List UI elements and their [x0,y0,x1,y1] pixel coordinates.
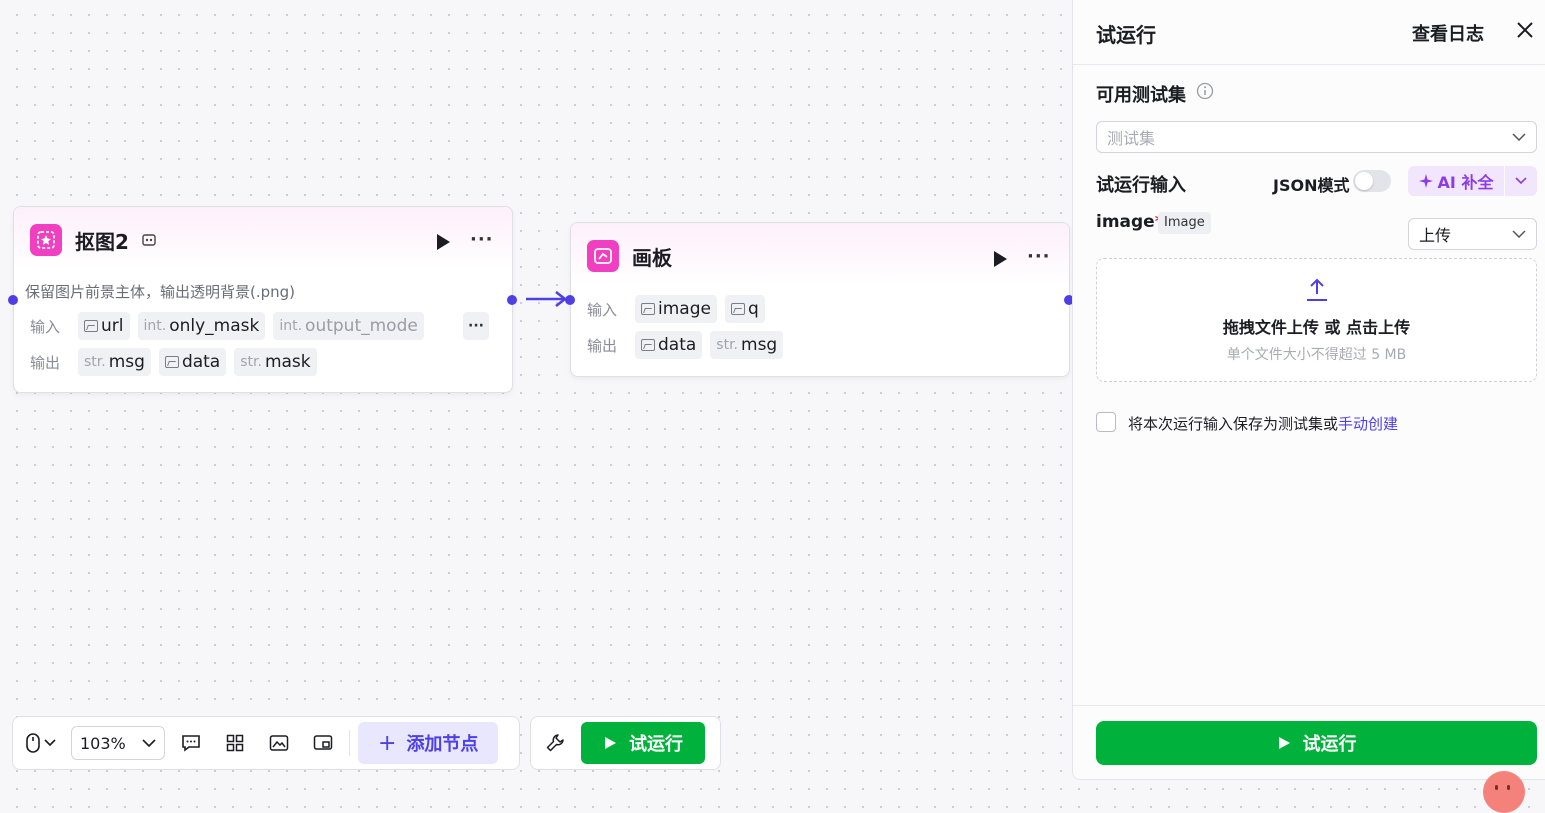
chevron-down-icon [44,739,56,747]
output-port[interactable] [1064,295,1074,305]
view-log-link[interactable]: 查看日志 [1412,24,1484,45]
more-icon[interactable]: ··· [470,229,494,250]
image-type-icon [641,303,655,315]
param-tag: url [78,312,130,340]
json-mode-label: JSON模式 [1273,176,1350,195]
run-toolbar: 试运行 [530,716,721,770]
manual-create-link[interactable]: 手动创建 [1338,415,1399,433]
comment-icon [182,735,200,752]
plugin-badge-icon [142,234,156,246]
node-inputs: 输入 url int.only_mask int.output_mode [30,312,424,340]
image-icon [269,735,289,751]
play-icon [1278,737,1290,749]
testset-label: 可用测试集 [1096,85,1186,106]
cutout-icon [30,224,62,256]
node-description: 保留图片前景主体，输出透明背景(.png) [25,283,296,301]
testset-placeholder: 测试集 [1107,129,1156,148]
chevron-down-icon [1512,133,1526,141]
param-tag: str.mask [234,348,317,376]
test-run-button[interactable]: 试运行 [581,722,705,764]
input-port[interactable] [565,295,575,305]
chevron-down-icon [1512,230,1526,238]
more-inputs-button[interactable]: ··· [463,312,489,340]
param-tag: str.msg [710,331,784,359]
sparkle-icon [1418,174,1433,188]
add-node-button[interactable]: + 添加节点 [358,722,499,764]
param-tag: int.output_mode [273,312,424,340]
field-type-badge: Image [1158,212,1211,234]
ai-complete-dropdown[interactable] [1505,166,1537,196]
tools-button[interactable] [537,725,573,761]
node-outputs: 输出 str.msg data str.mask [30,348,317,376]
panel-run-button[interactable]: 试运行 [1096,721,1537,765]
output-port[interactable] [507,295,517,305]
avatar-eye [1495,785,1498,790]
upload-instruction: 拖拽文件上传 或 点击上传 [1222,318,1411,337]
minimap-icon [313,735,333,750]
canvas-toolbar: 103% + 添加节点 [12,716,520,770]
comment-button[interactable] [173,725,209,761]
node-outputs: 输出 data str.msg [587,331,784,359]
ai-complete-button[interactable]: AI 补全 [1408,166,1504,196]
layout-button[interactable] [217,725,253,761]
node-canvas[interactable]: 画板 ··· 输入 image q 输出 data str.msg [565,222,1074,377]
testset-select[interactable]: 测试集 [1096,121,1537,153]
plus-icon: + [378,730,397,756]
chevron-down-icon [142,739,156,747]
toolbar-divider [349,730,350,756]
upload-mode-select[interactable]: 上传 [1408,218,1537,250]
assistant-avatar[interactable] [1483,771,1525,813]
json-mode-toggle[interactable] [1353,170,1391,192]
panel-footer: 试运行 [1073,705,1545,781]
interaction-mode-button[interactable] [19,725,63,761]
chevron-down-icon [1515,177,1527,185]
input-port[interactable] [8,295,18,305]
panel-header: 试运行 查看日志 [1073,0,1545,65]
image-type-icon [164,356,179,368]
run-node-button[interactable] [434,233,452,251]
save-testset-text: 将本次运行输入保存为测试集或手动创建 [1128,415,1399,433]
zoom-select[interactable]: 103% [71,726,165,760]
node-header: 画板 ··· [571,223,1069,287]
input-label: 输入 [30,317,61,336]
param-tag: data [635,331,703,359]
minimap-button[interactable] [305,725,341,761]
param-tag: q [724,295,765,323]
connection-edge [526,291,567,307]
upload-hint: 单个文件大小不得超过 5 MB [1226,347,1407,363]
param-tag: int.only_mask [137,312,266,340]
node-cutout[interactable]: 抠图2 ··· 保留图片前景主体，输出透明背景(.png) 输入 url int… [8,206,517,393]
save-testset-checkbox[interactable] [1096,412,1116,432]
upload-icon [1307,278,1327,301]
node-header: 抠图2 ··· [14,207,512,271]
node-title: 抠图2 [75,230,129,254]
node-inputs: 输入 image q [587,295,765,323]
param-tag: data [158,348,227,376]
image-type-icon [84,320,98,332]
image-type-icon [641,339,655,351]
output-label: 输出 [30,353,61,372]
avatar-eye [1507,785,1510,790]
mouse-icon [26,733,40,753]
grid-icon [226,734,244,752]
wrench-icon [546,734,564,752]
canvas-icon [587,240,619,272]
info-icon[interactable] [1196,82,1214,100]
output-label: 输出 [587,336,618,355]
run-node-button[interactable] [991,250,1009,268]
run-input-label: 试运行输入 [1096,175,1186,196]
node-title: 画板 [632,246,672,270]
field-name: image* [1096,212,1164,232]
input-label: 输入 [587,300,618,319]
more-icon[interactable]: ··· [1027,246,1051,267]
close-icon[interactable] [1515,20,1535,40]
play-icon [605,737,616,749]
upload-dropzone[interactable]: 拖拽文件上传 或 点击上传 单个文件大小不得超过 5 MB [1096,258,1537,382]
image-type-icon [730,303,745,315]
image-button[interactable] [261,725,297,761]
param-tag: str.msg [78,348,151,376]
test-run-panel: 试运行 查看日志 可用测试集 测试集 试运行输入 JSON模式 AI 补全 im… [1072,0,1545,780]
panel-title: 试运行 [1096,23,1156,47]
param-tag: image [635,295,717,323]
